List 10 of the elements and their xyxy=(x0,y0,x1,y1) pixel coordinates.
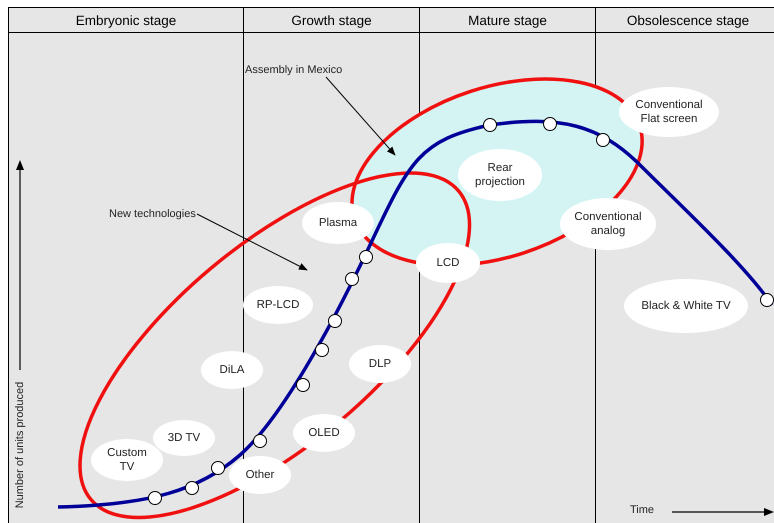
axis-label: Number of units produced xyxy=(14,382,26,508)
leader-line xyxy=(196,214,308,270)
callout-text: New technologies xyxy=(109,208,196,221)
column-header: Mature stage xyxy=(419,7,595,33)
leader-line xyxy=(326,76,396,156)
column-header: Embryonic stage xyxy=(8,7,243,33)
column-header: Obsolescence stage xyxy=(595,7,774,33)
axis-label: Time xyxy=(630,504,654,516)
column-header: Growth stage xyxy=(243,7,419,33)
callout-text: Assembly in Mexico xyxy=(245,64,342,77)
